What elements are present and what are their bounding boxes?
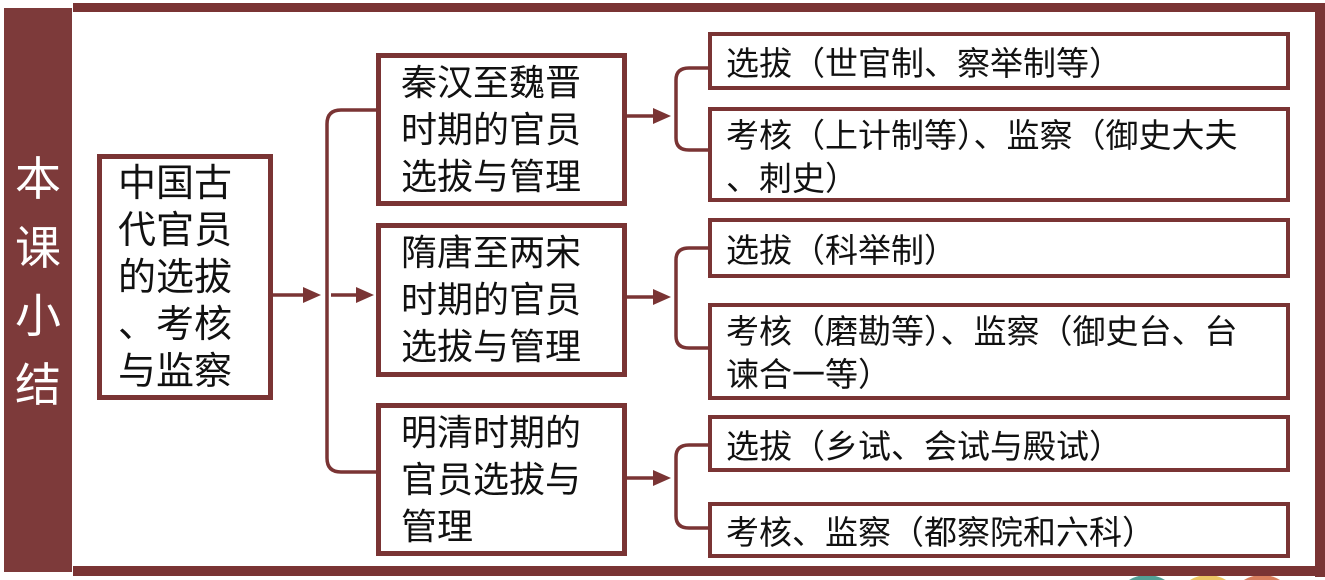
node-detail-assessment-3: 考核、监察（都察院和六科） — [708, 502, 1290, 558]
node-text-line: 选拔（世官制、察举制等） — [726, 45, 1122, 82]
node-text-line: 代官员 — [118, 210, 233, 252]
sidebar-title-char: 结 — [15, 358, 61, 411]
node-detail-selection-1: 选拔（世官制、察举制等） — [708, 32, 1290, 90]
arrowhead — [356, 287, 374, 303]
node-detail-assessment-1: 考核（上计制等）、监察（御史大夫 、刺史） — [708, 107, 1290, 202]
node-period-qinhan-weijin: 秦汉至魏晋 时期的官员 选拔与管理 — [376, 53, 627, 206]
sidebar-title-char: 小 — [15, 290, 61, 343]
arrowhead — [653, 470, 671, 486]
node-text-line: 选拔（科举制） — [726, 232, 957, 269]
node-text-line: 选拔与管理 — [401, 156, 582, 197]
node-text-line: 秦汉至魏晋 — [401, 62, 582, 103]
node-text-line: 考核、监察（都察院和六科） — [726, 514, 1155, 551]
bracket-period1 — [674, 66, 708, 152]
node-text-line: 时期的官员 — [401, 279, 582, 320]
node-period-mingqing: 明清时期的 官员选拔与 管理 — [376, 403, 627, 556]
node-text-line: 选拔（乡试、会试与殿试） — [726, 427, 1122, 465]
frame-border-right — [1315, 3, 1325, 577]
node-text-line: 、考核 — [118, 304, 233, 346]
node-text-line: 中国古 — [118, 163, 233, 205]
node-text-line: 时期的官员 — [401, 109, 582, 150]
node-detail-assessment-2: 考核（磨勘等）、监察（御史台、台 谏合一等） — [708, 303, 1290, 400]
bracket-main — [325, 108, 376, 474]
node-text-line: 官员选拔与 — [401, 459, 582, 500]
node-text-line: 明清时期的 — [401, 412, 582, 453]
decor-circle-yellow — [1173, 575, 1243, 580]
node-root-topic: 中国古 代官员 的选拔 、考核 与监察 — [97, 154, 273, 400]
node-text-line: 、刺史） — [726, 160, 858, 197]
node-period-suitang-liangsong: 隋唐至两宋 时期的官员 选拔与管理 — [376, 223, 627, 377]
node-text-line: 选拔与管理 — [401, 326, 582, 367]
frame-border-bottom — [73, 566, 1325, 576]
bracket-period2 — [674, 246, 708, 350]
node-text-line: 的选拔 — [118, 257, 233, 299]
node-detail-selection-3: 选拔（乡试、会试与殿试） — [708, 415, 1290, 472]
sidebar-title-vertical: 本 课 小 结 — [4, 156, 72, 408]
node-text-line: 考核（上计制等）、监察（御史大夫 — [726, 117, 1238, 154]
arrowhead — [303, 287, 321, 303]
bracket-period3 — [674, 443, 708, 530]
arrowhead — [653, 289, 671, 305]
node-text-line: 与监察 — [118, 351, 233, 393]
node-text-line: 谏合一等） — [726, 356, 891, 393]
node-detail-selection-2: 选拔（科举制） — [708, 218, 1290, 278]
frame-border-top — [73, 3, 1325, 12]
decor-circle-teal — [1112, 575, 1182, 580]
sidebar-title-char: 课 — [15, 221, 61, 274]
sidebar-lesson-summary: 本 课 小 结 — [4, 8, 72, 572]
sidebar-title-char: 本 — [15, 153, 61, 205]
node-text-line: 隋唐至两宋 — [401, 232, 582, 273]
decor-circle-orange — [1227, 575, 1297, 580]
node-text-line: 考核（磨勘等）、监察（御史台、台 — [726, 313, 1238, 350]
node-text-line: 管理 — [401, 506, 474, 547]
arrowhead — [653, 108, 671, 124]
